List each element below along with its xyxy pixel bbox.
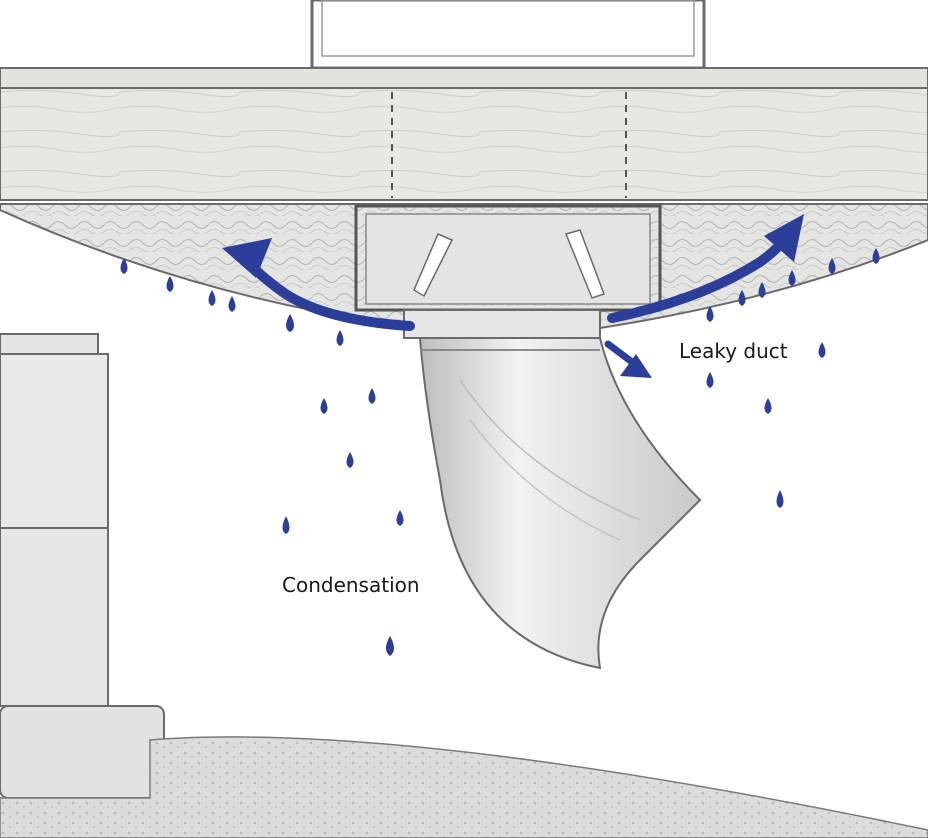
foundation-cap	[0, 333, 99, 355]
foundation-block	[0, 353, 109, 529]
condensation-label: Condensation	[282, 573, 420, 597]
footing	[0, 705, 165, 799]
floor-joist	[0, 87, 928, 201]
leak-arrow-duct	[604, 340, 636, 366]
air-flow-arrow-left	[413, 233, 454, 298]
air-flow-arrow-right	[564, 229, 605, 299]
condensation-droplets	[120, 248, 880, 656]
ground	[0, 736, 928, 838]
subfloor	[0, 67, 928, 89]
floor-register	[310, 0, 706, 70]
leaky-duct-label: Leaky duct	[679, 339, 788, 363]
flex-duct	[418, 337, 702, 670]
